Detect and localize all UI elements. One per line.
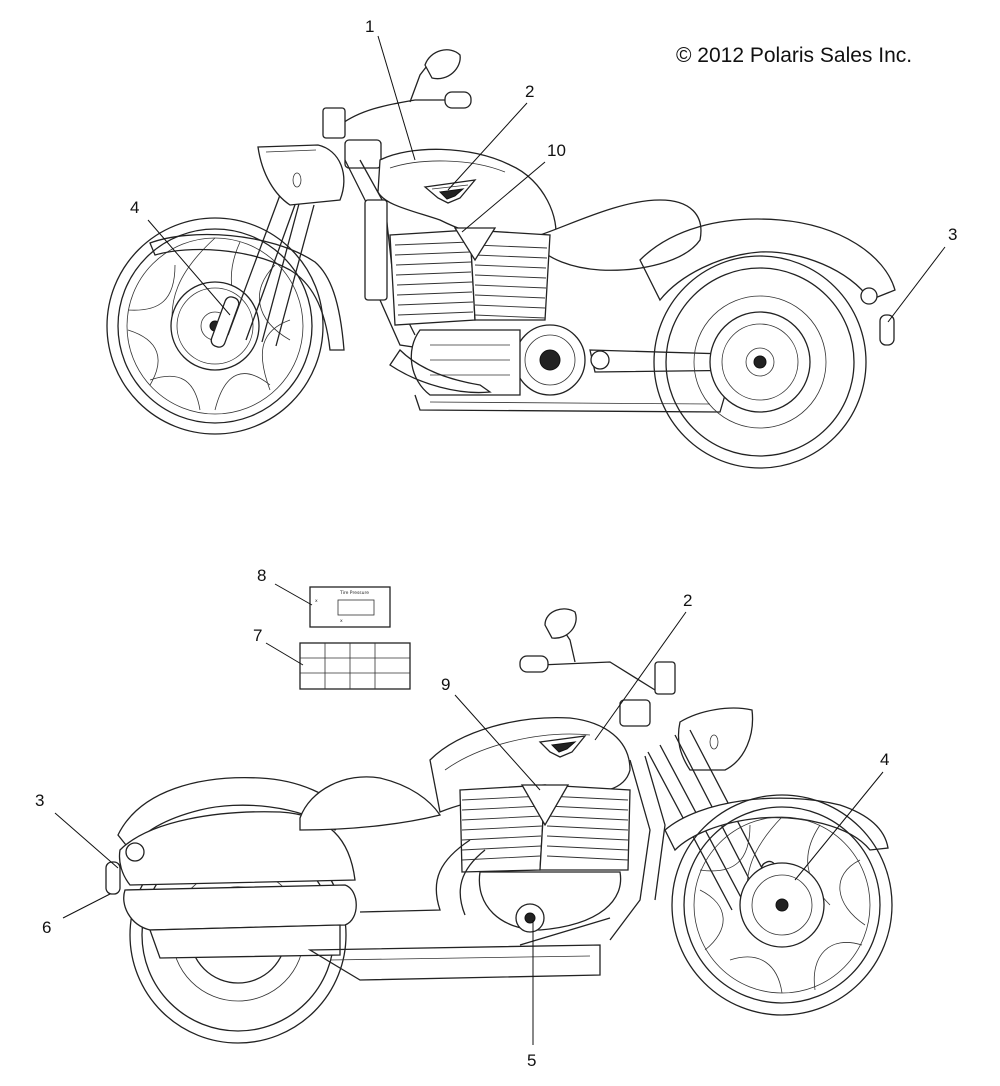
top-headlight-fairing xyxy=(257,144,345,206)
bottom-engine-v-decal xyxy=(520,784,570,827)
top-exhaust xyxy=(389,348,492,394)
callout-8: 8 xyxy=(257,566,266,585)
callout-4-bottom: 4 xyxy=(880,750,889,769)
copyright-notice: © 2012 Polaris Sales Inc. xyxy=(676,44,913,67)
callout-9: 9 xyxy=(441,675,450,694)
bottom-handlebar xyxy=(539,661,656,691)
bottom-tail-light xyxy=(125,842,145,862)
top-seat xyxy=(539,199,702,271)
bottom-headlight-fairing xyxy=(677,707,754,771)
bottom-rear-reflector xyxy=(105,861,121,895)
callout-1: 1 xyxy=(365,17,374,36)
bottom-footpeg xyxy=(519,917,611,946)
bottom-muffler xyxy=(123,884,357,931)
bottom-header-pipes xyxy=(359,839,471,913)
top-front-fender xyxy=(149,233,345,351)
bottom-front-fender xyxy=(664,797,889,852)
callout-3-bottom: 3 xyxy=(35,791,44,810)
top-tail-light xyxy=(860,287,878,305)
top-callout-leaders xyxy=(147,35,946,323)
top-engine xyxy=(389,227,586,396)
bottom-front-wheel xyxy=(671,794,893,1016)
top-lower-frame xyxy=(414,394,726,413)
callout-4-top: 4 xyxy=(130,198,139,217)
bottom-tank-emblem xyxy=(538,735,587,758)
bottom-lower-frame xyxy=(307,944,601,981)
top-mirror xyxy=(424,49,461,80)
callout-10: 10 xyxy=(547,141,566,160)
loose-callout-leaders xyxy=(265,583,313,666)
callout-6: 6 xyxy=(42,918,51,937)
decal-8-label: Tire Pressure x x xyxy=(309,586,391,628)
callout-2-bottom: 2 xyxy=(683,591,692,610)
bottom-engine xyxy=(459,784,631,933)
bottom-callout-leaders xyxy=(54,611,884,1045)
callout-7: 7 xyxy=(253,626,262,645)
callout-3-top: 3 xyxy=(948,225,957,244)
callout-2-top: 2 xyxy=(525,82,534,101)
svg-text:x: x xyxy=(340,619,343,624)
top-rear-fender xyxy=(639,218,896,302)
decal-7-label xyxy=(299,642,411,690)
bottom-motorcycle xyxy=(105,608,893,1044)
top-rear-reflector xyxy=(879,314,895,346)
bottom-mirror xyxy=(544,608,577,639)
bottom-seat xyxy=(299,776,442,831)
top-rear-wheel xyxy=(653,255,867,469)
top-handlebar xyxy=(339,99,460,126)
callout-5: 5 xyxy=(527,1051,536,1070)
bottom-frame xyxy=(609,759,651,941)
svg-text:Tire Pressure: Tire Pressure xyxy=(339,590,369,596)
top-tank-emblem xyxy=(423,179,477,204)
top-motorcycle xyxy=(106,49,896,469)
svg-text:x: x xyxy=(315,599,318,604)
